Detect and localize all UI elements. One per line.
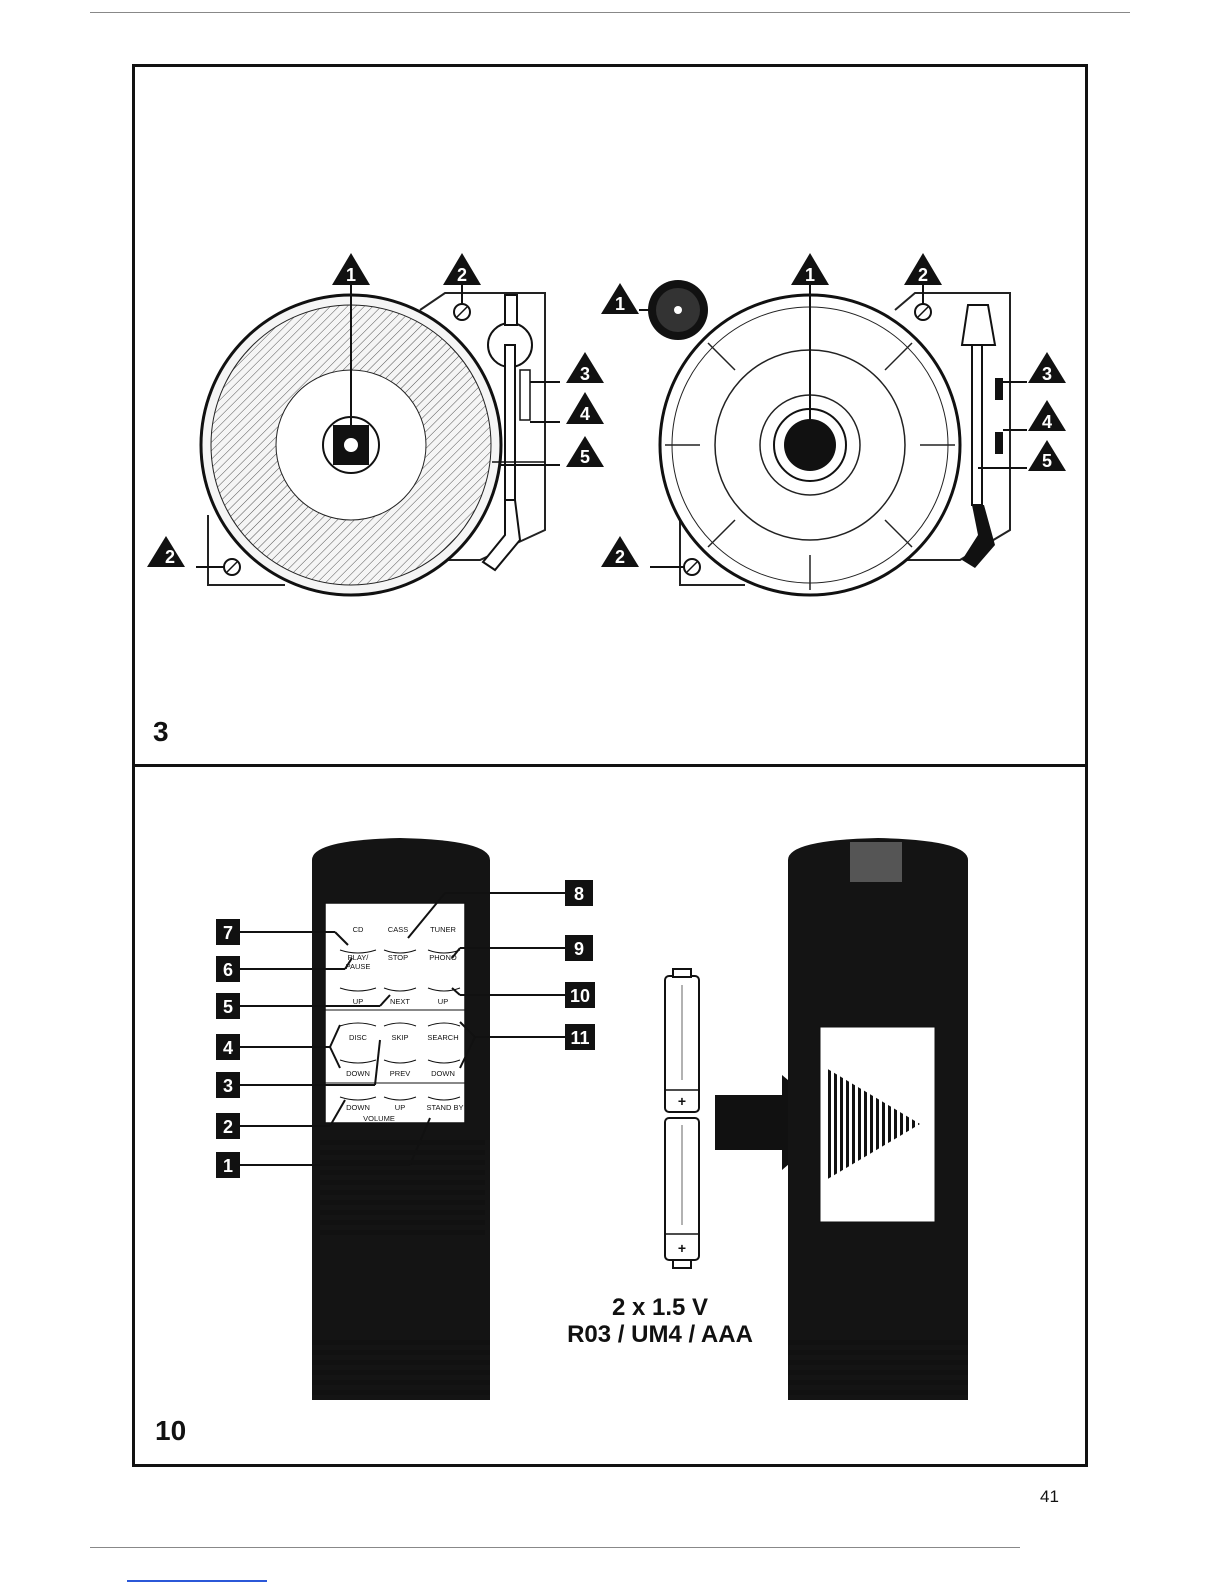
figure-number-3: 3 <box>153 716 169 748</box>
remote-back <box>788 838 968 1400</box>
square-callout-icon: 1 <box>223 1156 233 1176</box>
btn-next: NEXT <box>390 997 410 1006</box>
svg-text:3: 3 <box>1042 364 1052 384</box>
btn-cd: CD <box>353 925 364 934</box>
page-number: 41 <box>1040 1487 1059 1507</box>
btn-down-2: DOWN <box>431 1069 455 1078</box>
svg-text:11: 11 <box>570 1028 589 1048</box>
btn-up-1: UP <box>353 997 363 1006</box>
btn-search: SEARCH <box>427 1033 458 1042</box>
svg-text:3: 3 <box>223 1076 233 1096</box>
svg-text:8: 8 <box>574 884 584 904</box>
svg-text:3: 3 <box>580 364 590 384</box>
btn-prev: PREV <box>390 1069 410 1078</box>
btn-stop: STOP <box>388 953 408 962</box>
svg-text:5: 5 <box>1042 451 1052 471</box>
turntable-left <box>201 293 545 595</box>
remote-front: CD CASS TUNER PLAY/ PAUSE STOP PHONO UP … <box>312 838 490 1400</box>
turntable-right <box>648 280 1010 595</box>
btn-tuner: TUNER <box>430 925 456 934</box>
svg-text:5: 5 <box>223 997 233 1017</box>
btn-up-2: UP <box>438 997 448 1006</box>
svg-text:2: 2 <box>165 547 175 567</box>
svg-text:4: 4 <box>580 404 590 424</box>
svg-text:2: 2 <box>918 265 928 285</box>
svg-text:5: 5 <box>580 447 590 467</box>
volume-label: VOLUME <box>363 1114 395 1123</box>
svg-text:2: 2 <box>223 1117 233 1137</box>
btn-disc: DISC <box>349 1033 368 1042</box>
svg-text:10: 10 <box>570 986 590 1006</box>
btn-vol-down: DOWN <box>346 1103 370 1112</box>
svg-text:1: 1 <box>805 265 815 285</box>
btn-skip: SKIP <box>391 1033 408 1042</box>
battery-spec-voltage: 2 x 1.5 V <box>540 1295 780 1321</box>
triangle-callout-icon: 1 <box>346 265 356 285</box>
battery-plus-bottom: + <box>678 1240 686 1256</box>
batteries: + + <box>665 969 699 1268</box>
svg-text:7: 7 <box>223 923 233 943</box>
figure-number-10: 10 <box>155 1415 186 1447</box>
battery-spec-type: R03 / UM4 / AAA <box>540 1322 780 1348</box>
svg-text:4: 4 <box>223 1038 233 1058</box>
svg-text:9: 9 <box>574 939 584 959</box>
btn-cass: CASS <box>388 925 408 934</box>
svg-text:1: 1 <box>615 294 625 314</box>
svg-text:4: 4 <box>1042 412 1052 432</box>
btn-standby: STAND BY <box>427 1103 464 1112</box>
btn-down-1: DOWN <box>346 1069 370 1078</box>
svg-text:2: 2 <box>457 265 467 285</box>
battery-plus-top: + <box>678 1093 686 1109</box>
svg-text:6: 6 <box>223 960 233 980</box>
btn-vol-up: UP <box>395 1103 405 1112</box>
svg-text:2: 2 <box>615 547 625 567</box>
